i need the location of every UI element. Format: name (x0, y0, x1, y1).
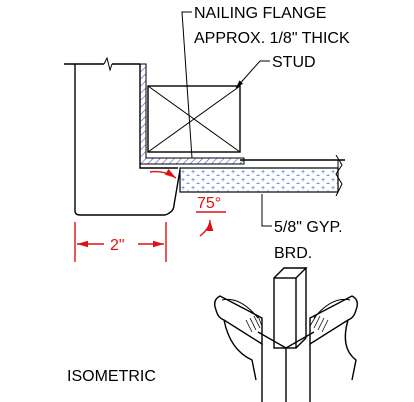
nailing-flange (139, 63, 245, 165)
gyp-board-label-1: 5/8" GYP. (274, 219, 343, 236)
stud-leader: STUD (235, 54, 316, 89)
isometric-label: ISOMETRIC (67, 368, 156, 385)
dimension-label: 2" (110, 237, 125, 254)
stud-label: STUD (272, 54, 316, 71)
isometric-view (213, 267, 359, 402)
gyp-board-label-2: BRD. (274, 245, 312, 262)
angle-label: 75° (197, 195, 221, 212)
gyp-board (179, 154, 345, 197)
frame-profile (64, 56, 181, 216)
dimension-2in: 2" (74, 222, 167, 262)
flange-thickness-label: APPROX. 1/8" THICK (194, 30, 350, 47)
gyp-leader: 5/8" GYP. BRD. (261, 194, 343, 262)
flange-leader: NAILING FLANGE APPROX. 1/8" THICK (181, 5, 350, 159)
stud (147, 85, 241, 153)
nailing-flange-label: NAILING FLANGE (194, 5, 326, 22)
angle-annotation: 75° (149, 168, 226, 237)
